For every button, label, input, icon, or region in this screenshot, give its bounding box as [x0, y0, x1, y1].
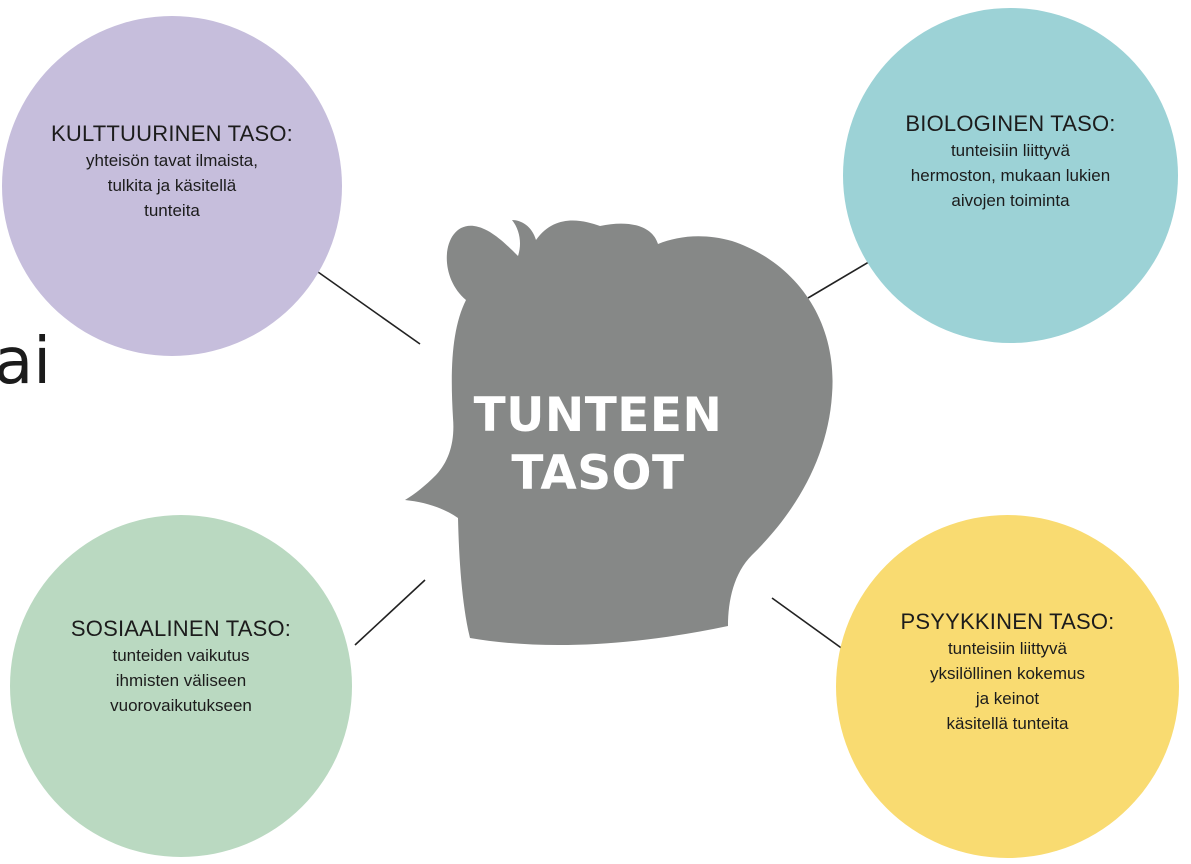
- psychic-level-description: tunteisiin liittyvä yksilöllinen kokemus…: [930, 638, 1085, 733]
- cultural-level-heading: KULTTUURINEN TASO:: [51, 120, 293, 146]
- cultural-level-description: yhteisön tavat ilmaista, tulkita ja käsi…: [86, 150, 258, 220]
- connector-social: [354, 579, 426, 646]
- biological-level-node: BIOLOGINEN TASO: tunteisiin liittyvä her…: [843, 8, 1178, 343]
- center-title: TUNTEEN TASOT: [448, 387, 748, 503]
- cropped-edge-text: ai: [0, 325, 51, 399]
- social-level-description: tunteiden vaikutus ihmisten väliseen vuo…: [110, 645, 252, 715]
- psychic-level-heading: PSYYKKINEN TASO:: [900, 608, 1115, 634]
- social-level-heading: SOSIAALINEN TASO:: [70, 615, 292, 641]
- psychic-level-node: PSYYKKINEN TASO: tunteisiin liittyvä yks…: [836, 515, 1179, 858]
- center-title-line2: TASOT: [511, 446, 685, 501]
- center-title-line1: TUNTEEN: [473, 388, 723, 443]
- social-level-node: SOSIAALINEN TASO: tunteiden vaikutus ihm…: [10, 515, 352, 857]
- biological-level-heading: BIOLOGINEN TASO:: [905, 111, 1116, 136]
- connector-cultural: [317, 271, 421, 345]
- head-silhouette: [405, 220, 833, 646]
- biological-level-description: tunteisiin liittyvä hermoston, mukaan lu…: [910, 141, 1111, 210]
- cultural-level-node: KULTTUURINEN TASO: yhteisön tavat ilmais…: [2, 16, 342, 356]
